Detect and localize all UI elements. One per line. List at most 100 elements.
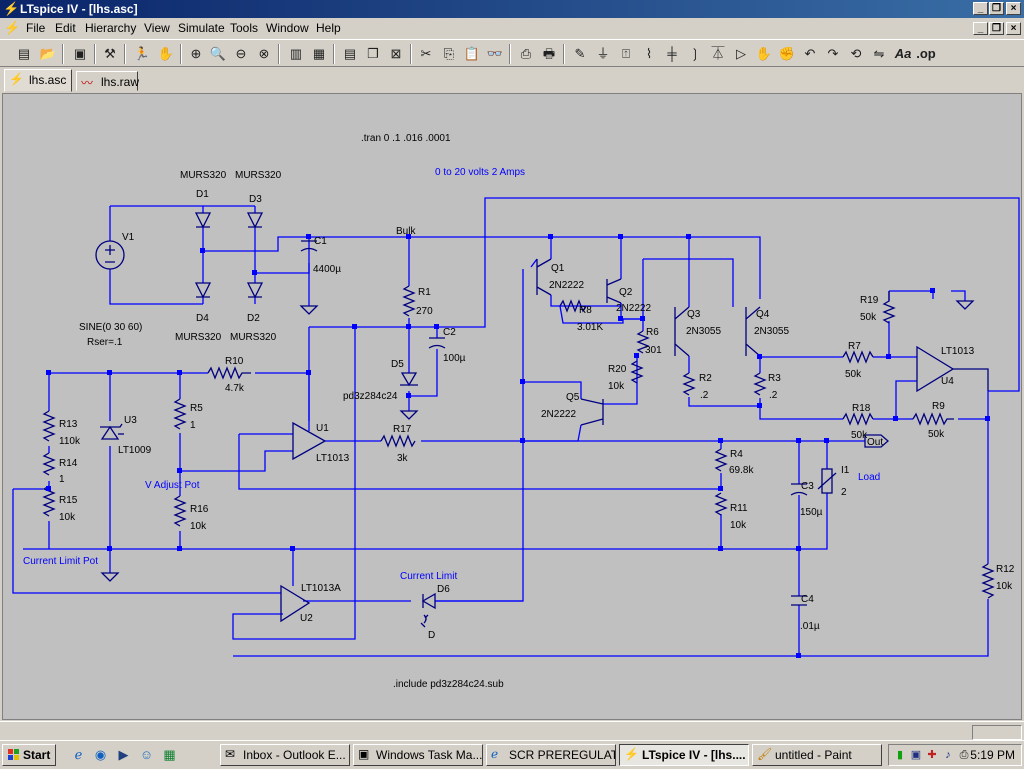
resistor-r5: [173, 398, 187, 430]
autoscale-icon[interactable]: ▥: [289, 46, 303, 61]
menu-window[interactable]: Window: [266, 21, 309, 35]
svg-text:4.7k: 4.7k: [225, 383, 245, 394]
task-paint[interactable]: 🖌 untitled - Paint: [752, 744, 882, 766]
zoom-out-icon[interactable]: ⊖: [235, 46, 247, 61]
resistor-r2: [682, 372, 696, 396]
tab-lhs-asc[interactable]: ⚡ lhs.asc: [4, 69, 72, 92]
tile-horizontal-icon[interactable]: ▤: [343, 46, 357, 61]
document-icon[interactable]: ⚡: [4, 20, 21, 35]
ie-icon[interactable]: ℯ: [74, 747, 83, 762]
drag-icon[interactable]: ✊: [778, 46, 796, 61]
menu-tools[interactable]: Tools: [230, 21, 259, 35]
zoom-fit-icon[interactable]: ⊗: [258, 46, 270, 61]
svg-text:R20: R20: [608, 364, 627, 375]
new-schematic-icon[interactable]: ▤: [17, 46, 31, 61]
messenger-icon[interactable]: ☺: [139, 747, 154, 762]
outlook-express-icon[interactable]: ◉: [94, 747, 107, 762]
mdi-minimize-button[interactable]: _: [973, 22, 988, 35]
schematic-canvas[interactable]: .tran 0 .1 .016 .0001 .include pd3z284c2…: [2, 93, 1022, 720]
tab-lhs-raw[interactable]: 〰 lhs.raw: [76, 71, 139, 91]
network-icon[interactable]: ▮: [896, 749, 904, 761]
minimize-button[interactable]: _: [973, 2, 988, 15]
title-bar: ⚡ LTspice IV - [lhs.asc] _ ❐ ×: [0, 0, 1024, 18]
svg-text:U4: U4: [941, 376, 954, 387]
open-icon[interactable]: 📂: [39, 46, 57, 61]
cut-icon[interactable]: ✂: [420, 46, 432, 61]
text-icon[interactable]: Aa: [894, 46, 912, 61]
plot-settings-icon[interactable]: ▦: [312, 46, 326, 61]
mdi-close-button[interactable]: ×: [1006, 22, 1021, 35]
inductor-icon[interactable]: ❳: [689, 46, 701, 61]
zoom-pan-icon[interactable]: 🔍: [209, 46, 227, 61]
restore-button[interactable]: ❐: [989, 2, 1004, 15]
svg-text:270: 270: [416, 306, 433, 317]
clock: 5:19 PM: [970, 748, 1015, 762]
svg-text:10k: 10k: [996, 581, 1013, 592]
task-inbox-outlook[interactable]: ✉ Inbox - Outlook E...: [220, 744, 350, 766]
inbox-icon: ✉: [225, 747, 236, 761]
mdi-restore-button[interactable]: ❐: [989, 22, 1004, 35]
task-ltspice[interactable]: ⚡ LTspice IV - [lhs....: [619, 744, 749, 766]
labels: .tran 0 .1 .016 .0001 .include pd3z284c2…: [23, 133, 1015, 690]
volume-icon[interactable]: ♪: [945, 749, 951, 761]
status-bar: [0, 721, 1024, 741]
rotate-icon[interactable]: ⟲: [850, 46, 862, 61]
printer-tray-icon[interactable]: ⎙: [959, 749, 969, 761]
svg-text:2N3055: 2N3055: [754, 326, 789, 337]
menu-edit[interactable]: Edit: [55, 21, 76, 35]
mirror-icon[interactable]: ⇋: [873, 46, 885, 61]
save-icon[interactable]: ▣: [73, 46, 87, 61]
svg-text:301: 301: [645, 345, 662, 356]
undo-icon[interactable]: ↶: [804, 46, 816, 61]
move-icon[interactable]: ✋: [755, 46, 773, 61]
start-button[interactable]: Start: [2, 744, 56, 766]
wire-icon[interactable]: ✎: [574, 46, 586, 61]
redo-icon[interactable]: ↷: [827, 46, 839, 61]
svg-text:SINE(0 30 60): SINE(0 30 60): [79, 322, 142, 333]
close-window-icon[interactable]: ⊠: [390, 46, 402, 61]
schematic-icon: ⚡: [9, 72, 24, 86]
monitor-icon[interactable]: ▣: [910, 749, 922, 761]
ground-icon[interactable]: ⏚: [596, 46, 610, 61]
copy-icon[interactable]: ⎘: [443, 46, 455, 61]
svg-text:pd3z284c24: pd3z284c24: [343, 391, 398, 402]
spice-directive-icon[interactable]: .op: [916, 46, 936, 61]
diode-icon[interactable]: ⏄: [711, 46, 725, 61]
menu-help[interactable]: Help: [316, 21, 341, 35]
svg-text:50k: 50k: [860, 312, 877, 323]
capacitor-icon[interactable]: ╪: [667, 46, 677, 61]
antivirus-icon[interactable]: ✚: [927, 749, 937, 761]
resistor-icon[interactable]: ⌇: [645, 46, 653, 61]
schematic-drawing[interactable]: .tran 0 .1 .016 .0001 .include pd3z284c2…: [3, 94, 1021, 719]
task-windows-task-manager[interactable]: ▣ Windows Task Ma...: [353, 744, 483, 766]
menu-view[interactable]: View: [144, 21, 170, 35]
find-icon[interactable]: 👓: [486, 46, 504, 61]
menu-simulate[interactable]: Simulate: [178, 21, 225, 35]
excel-icon[interactable]: ▦: [163, 747, 176, 762]
print-setup-icon[interactable]: ⎙: [520, 46, 532, 61]
svg-text:110k: 110k: [59, 436, 81, 447]
task-scr-preregulator[interactable]: ℯ SCR PREREGULAT...: [486, 744, 616, 766]
svg-text:R14: R14: [59, 458, 78, 469]
menu-file[interactable]: File: [26, 21, 46, 35]
media-player-icon[interactable]: ▶: [118, 747, 129, 762]
menu-hierarchy[interactable]: Hierarchy: [85, 21, 137, 35]
opamp-u2: [280, 584, 311, 623]
zoom-in-icon[interactable]: ⊕: [190, 46, 202, 61]
svg-text:4400µ: 4400µ: [313, 264, 341, 275]
svg-text:50k: 50k: [851, 430, 868, 441]
component-icon[interactable]: ▷: [736, 46, 746, 61]
svg-text:Rser=.1: Rser=.1: [87, 337, 123, 348]
halt-icon[interactable]: ✋: [157, 46, 175, 61]
components: [42, 212, 995, 628]
print-icon[interactable]: 🖶: [542, 46, 556, 61]
cascade-icon[interactable]: ❐: [367, 46, 379, 61]
run-icon[interactable]: 🏃: [133, 46, 151, 61]
close-button[interactable]: ×: [1006, 2, 1021, 15]
svg-text:C1: C1: [314, 236, 327, 247]
control-panel-icon[interactable]: ⚒: [104, 46, 116, 61]
paste-icon[interactable]: 📋: [463, 46, 481, 61]
label-icon[interactable]: ⍐: [622, 46, 630, 61]
windows-flag-icon: [8, 749, 19, 760]
resistor-r11: [714, 492, 728, 516]
